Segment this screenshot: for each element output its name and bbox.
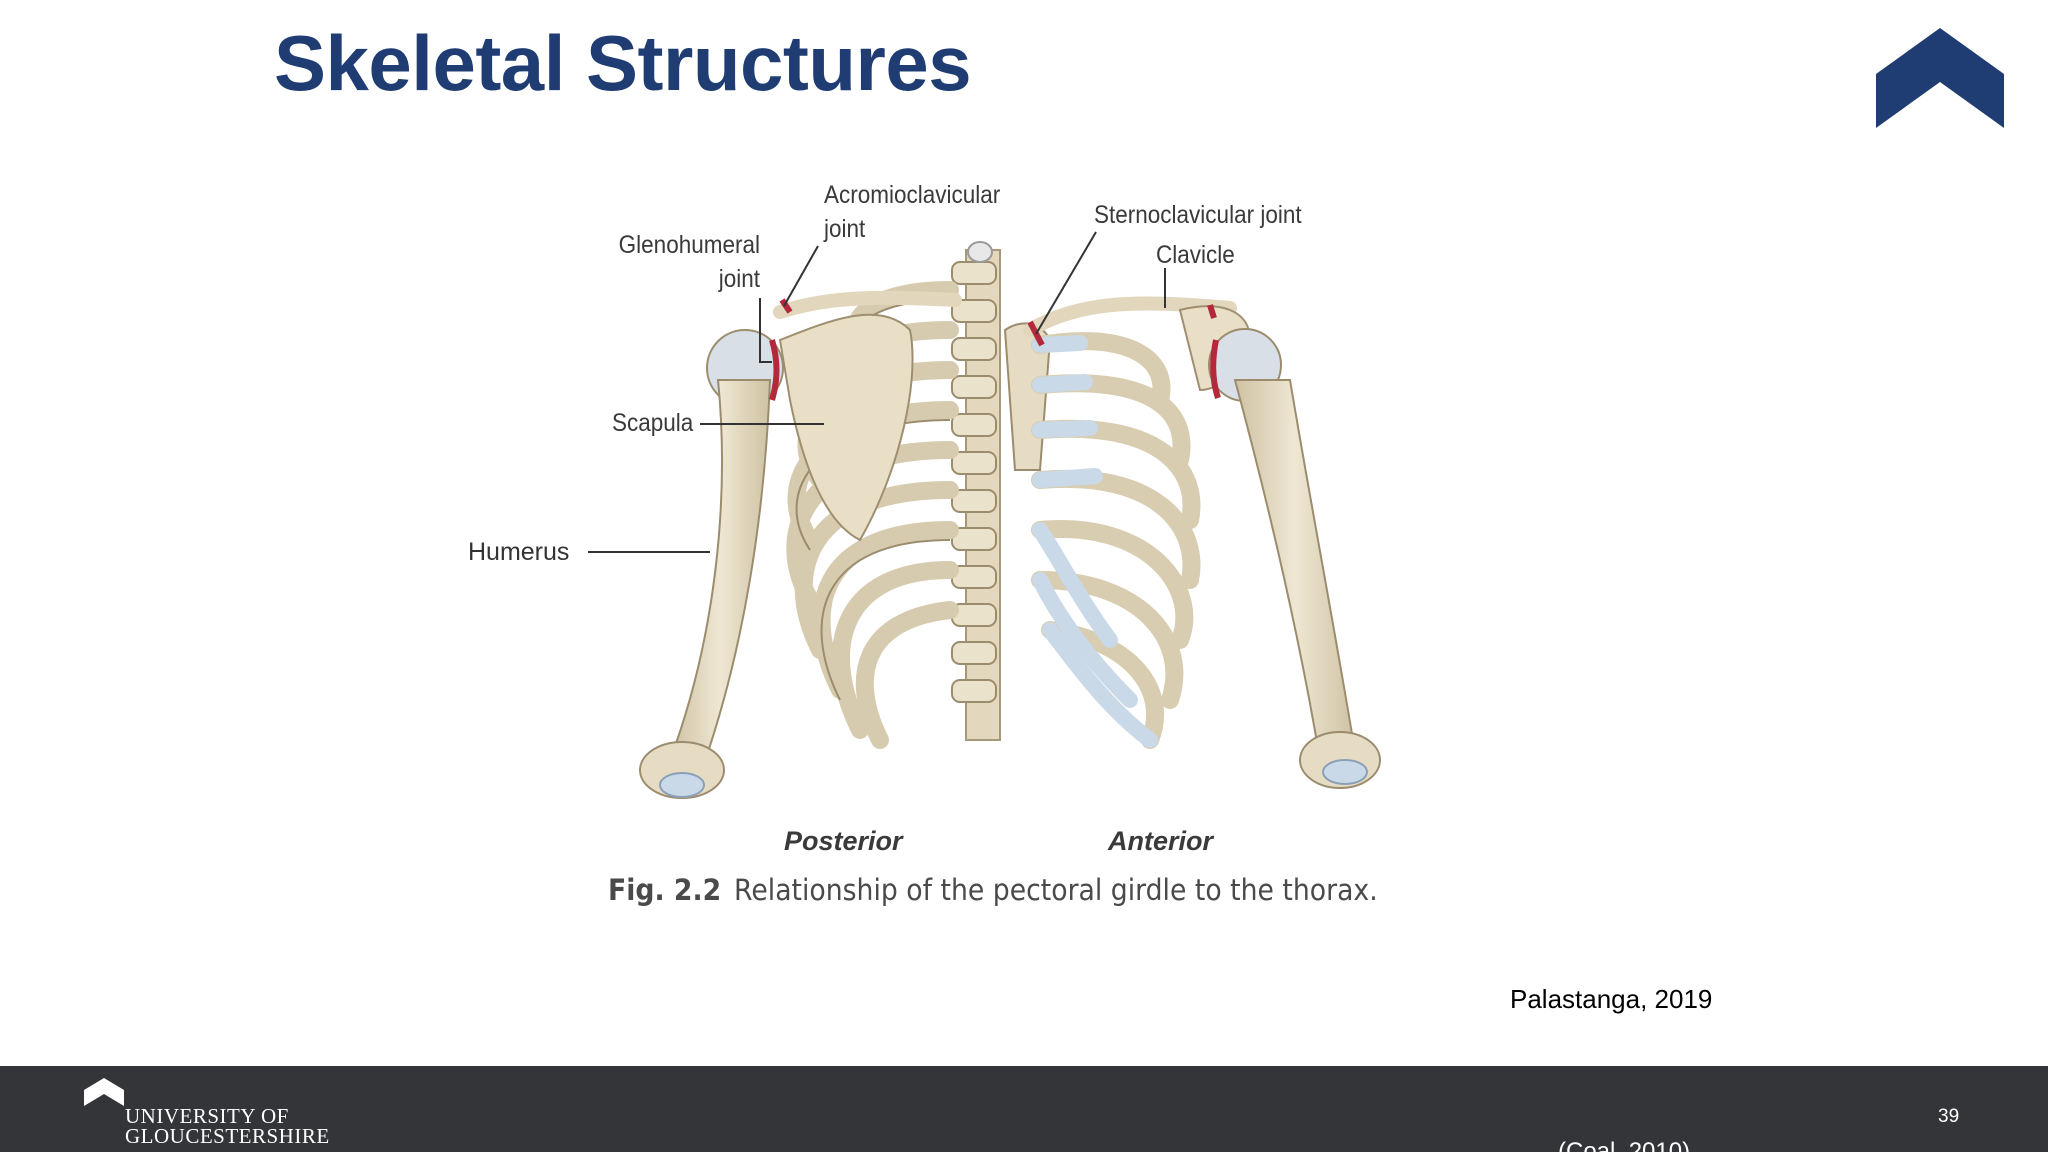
university-logo-text: UNIVERSITY OF GLOUCESTERSHIRE bbox=[125, 1104, 330, 1148]
label-scapula: Scapula bbox=[612, 409, 694, 437]
citation: Palastanga, 2019 bbox=[1510, 984, 1713, 1014]
figure-caption: Fig. 2.2 Relationship of the pectoral gir… bbox=[608, 873, 1378, 907]
label-acromioclavicular: Acromioclavicular joint bbox=[824, 181, 1001, 243]
label-glenohumeral: Glenohumeral joint bbox=[618, 231, 760, 293]
slide-title: Skeletal Structures bbox=[274, 19, 972, 107]
humerus-posterior bbox=[639, 329, 784, 799]
figure-number: Fig. 2.2 bbox=[608, 873, 722, 907]
label-clavicle: Clavicle bbox=[1156, 241, 1235, 269]
page-number: 39 bbox=[1938, 1106, 1960, 1127]
humerus-anterior bbox=[1208, 328, 1381, 789]
chevron-up-icon bbox=[1876, 28, 2004, 128]
university-logo-chevron-icon bbox=[84, 1078, 124, 1106]
costal-cartilage bbox=[1032, 335, 1158, 748]
label-humerus: Humerus bbox=[468, 538, 570, 566]
spine-posterior bbox=[951, 241, 1001, 741]
view-label-anterior: Anterior bbox=[1108, 826, 1214, 856]
footer-reference: (Coal, 2010) bbox=[1558, 1138, 1691, 1152]
figure-caption-text: Relationship of the pectoral girdle to t… bbox=[734, 873, 1378, 907]
label-sternoclavicular: Sternoclavicular joint bbox=[1094, 201, 1302, 229]
view-label-posterior: Posterior bbox=[784, 826, 903, 856]
leader-lines bbox=[588, 231, 1166, 553]
footer-bar: UNIVERSITY OF GLOUCESTERSHIRE (Coal, 201… bbox=[0, 1066, 2048, 1152]
scapula-posterior bbox=[778, 313, 914, 542]
